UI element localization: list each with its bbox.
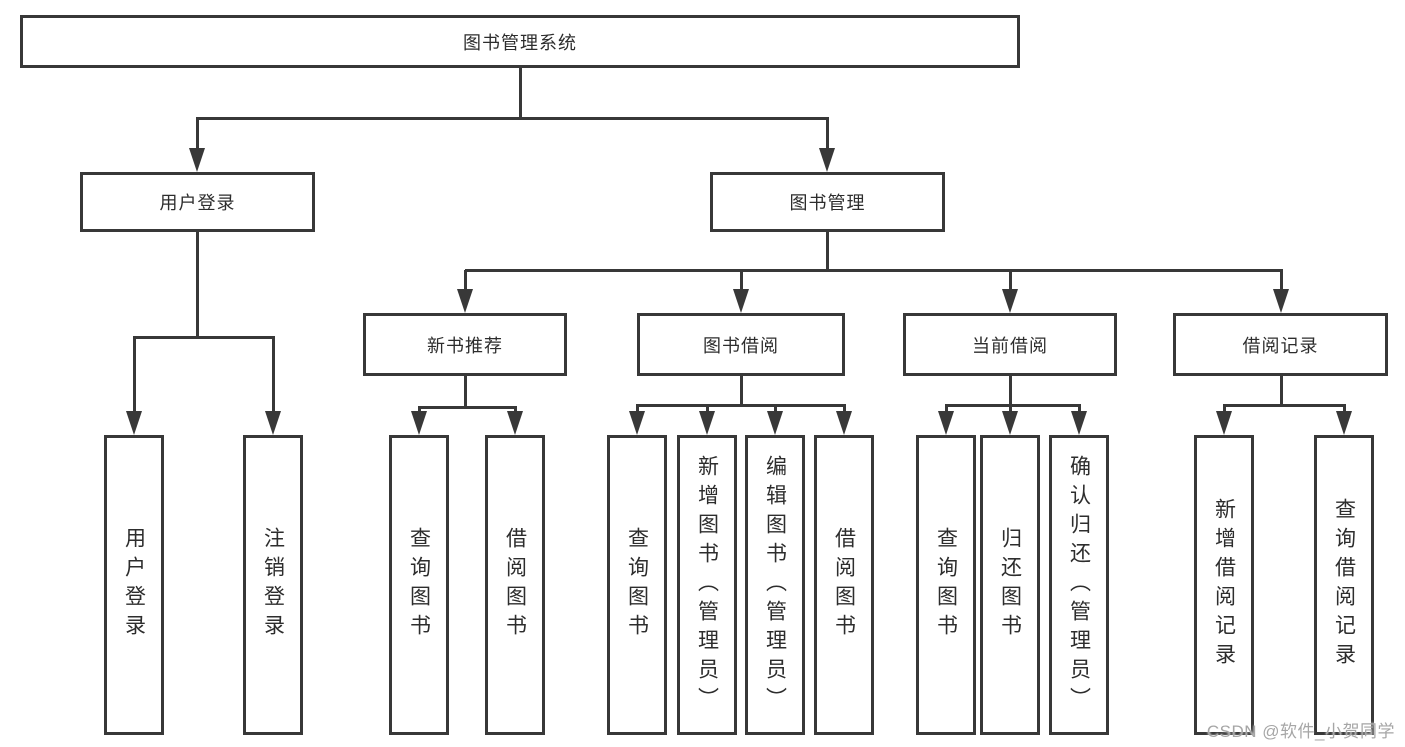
arrowhead-down-icon [767,411,783,435]
node-new-book-recommend: 新书推荐 [363,313,567,376]
arrowhead-down-icon [1216,411,1232,435]
node-borrow-record: 借阅记录 [1173,313,1388,376]
connector-drop-borrow-record [1279,270,1283,290]
leaf-borrow-book-recommend: 借阅图书 [485,435,545,735]
connector-drop [635,405,639,413]
leaf-user-login-label: 用户登录 [122,527,146,643]
connector-user-login-stem [195,232,199,337]
connector-level2-bus [195,116,829,120]
arrowhead-down-icon [733,289,749,313]
connector-drop [705,405,709,413]
connector-new-book-stem [463,376,467,407]
node-book-management-label: 图书管理 [789,193,866,213]
connector-root-stem [518,68,522,118]
node-book-borrow: 图书借阅 [637,313,845,376]
connector-book-borrow-bus [635,403,846,407]
leaf-query-book-borrow-label: 查询图书 [625,527,649,643]
leaf-query-book-borrow: 查询图书 [607,435,667,735]
connector-drop [1342,405,1346,413]
arrowhead-down-icon [1002,411,1018,435]
node-book-management: 图书管理 [710,172,945,232]
leaf-add-borrow-record-label: 新增借阅记录 [1212,498,1236,672]
leaf-borrow-book-label: 借阅图书 [832,527,856,643]
connector-drop [944,405,948,413]
arrowhead-down-icon [126,411,142,435]
node-user-login: 用户登录 [80,172,315,232]
connector-drop-leaf-logout [271,337,275,412]
arrowhead-down-icon [265,411,281,435]
connector-drop-current-borrow [1008,270,1012,290]
connector-book-borrow-stem [739,376,743,407]
connector-drop [1077,405,1081,413]
arrowhead-down-icon [1336,411,1352,435]
leaf-query-book-recommend-label: 查询图书 [407,527,431,643]
node-new-book-recommend-label: 新书推荐 [427,335,503,356]
node-current-borrow-label: 当前借阅 [972,335,1048,356]
connector-current-borrow-bus [944,403,1081,407]
leaf-add-book-admin: 新增图书（管理员） [677,435,737,735]
arrowhead-down-icon [1273,289,1289,313]
connector-user-login-bus [132,335,275,339]
connector-drop [1008,405,1012,413]
node-current-borrow: 当前借阅 [903,313,1117,376]
leaf-user-login: 用户登录 [104,435,164,735]
connector-drop-new-book [463,270,467,290]
leaf-query-borrow-record: 查询借阅记录 [1314,435,1374,735]
leaf-logout-login: 注销登录 [243,435,303,735]
leaf-query-book-current: 查询图书 [916,435,976,735]
arrowhead-down-icon [629,411,645,435]
node-root-label: 图书管理系统 [463,32,577,53]
connector-drop-book-borrow [739,270,743,290]
connector-drop [513,407,517,413]
connector-drop-leaf-user-login [132,337,136,412]
node-borrow-record-label: 借阅记录 [1242,335,1319,356]
leaf-add-borrow-record: 新增借阅记录 [1194,435,1254,735]
connector-drop [1222,405,1226,413]
node-book-borrow-label: 图书借阅 [703,335,779,356]
connector-book-mgmt-stem [825,232,829,270]
arrowhead-down-icon [1002,289,1018,313]
connector-borrow-record-bus [1222,403,1346,407]
arrowhead-down-icon [189,148,205,172]
leaf-edit-book-admin: 编辑图书（管理员） [745,435,805,735]
connector-drop [842,405,846,413]
arrowhead-down-icon [507,411,523,435]
connector-drop [417,407,421,413]
connector-drop-user-login [195,118,199,151]
csdn-watermark: CSDN @软件_小贺同学 [1206,722,1395,741]
arrowhead-down-icon [819,148,835,172]
connector-borrow-record-stem [1279,376,1283,407]
arrowhead-down-icon [938,411,954,435]
leaf-confirm-return-admin-label: 确认归还（管理员） [1067,454,1091,716]
arrowhead-down-icon [836,411,852,435]
leaf-query-book-recommend: 查询图书 [389,435,449,735]
leaf-borrow-book-recommend-label: 借阅图书 [503,527,527,643]
leaf-query-borrow-record-label: 查询借阅记录 [1332,498,1356,672]
leaf-return-book-label: 归还图书 [998,527,1022,643]
arrowhead-down-icon [699,411,715,435]
leaf-confirm-return-admin: 确认归还（管理员） [1049,435,1109,735]
leaf-add-book-admin-label: 新增图书（管理员） [695,454,719,716]
connector-current-borrow-stem [1008,376,1012,407]
arrowhead-down-icon [457,289,473,313]
arrowhead-down-icon [411,411,427,435]
leaf-return-book: 归还图书 [980,435,1040,735]
connector-drop [773,405,777,413]
leaf-edit-book-admin-label: 编辑图书（管理员） [763,454,787,716]
leaf-query-book-current-label: 查询图书 [934,527,958,643]
leaf-borrow-book: 借阅图书 [814,435,874,735]
node-user-login-label: 用户登录 [159,193,236,213]
arrowhead-down-icon [1071,411,1087,435]
leaf-logout-login-label: 注销登录 [261,527,285,643]
connector-drop-book-mgmt [825,118,829,151]
node-root-system: 图书管理系统 [20,15,1020,68]
connector-new-book-bus [417,405,517,409]
connector-level3-bus [464,268,1283,272]
